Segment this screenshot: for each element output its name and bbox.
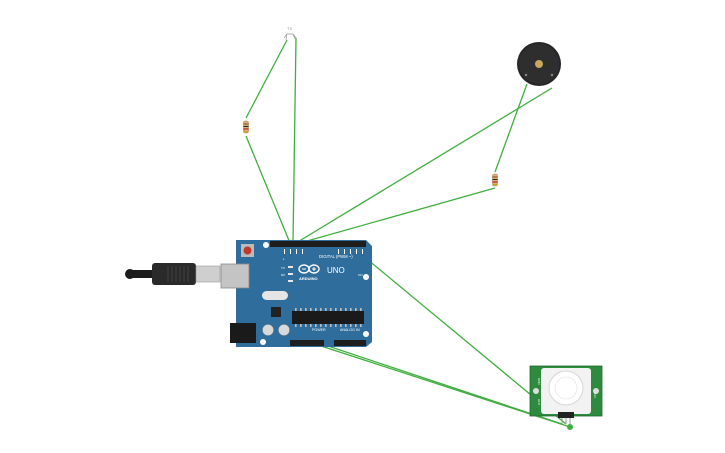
microcontroller-chip (292, 308, 364, 327)
arduino-brand: ARDUINO (299, 276, 318, 281)
led-tx-label: TX (281, 266, 285, 270)
led[interactable]: TX (283, 26, 297, 41)
digital-header[interactable] (270, 241, 366, 247)
usb-cable-icon (125, 263, 221, 285)
pir-pin-connector[interactable] (567, 424, 573, 430)
led-label: TX (287, 26, 292, 31)
wire-led-to-arduino[interactable] (292, 37, 297, 244)
power-header[interactable] (290, 340, 324, 346)
usb-port (220, 263, 250, 289)
led-on-label: ON (358, 273, 363, 277)
wire-arduino-power-to-pir-vcc[interactable] (315, 341, 563, 425)
wire-resistor2-to-arduino[interactable] (299, 187, 496, 244)
analog-header[interactable] (334, 340, 366, 346)
arduino-uno-board[interactable]: DIGITAL (PWM ~) TX RX L (220, 240, 372, 347)
resistor-2[interactable] (492, 173, 498, 187)
header-digital-label: DIGITAL (PWM ~) (319, 254, 353, 259)
resistor-1[interactable] (243, 120, 249, 134)
wire-resistor1-to-arduino[interactable] (245, 135, 291, 244)
wire-buzzer-to-resistor2[interactable] (494, 83, 528, 173)
wire-led-to-resistor1[interactable] (245, 39, 288, 119)
piezo-buzzer[interactable] (517, 42, 561, 86)
digital-pin-labels (284, 249, 363, 254)
arduino-logo-icon (298, 264, 320, 274)
header-analog-label: ANALOG IN (340, 328, 360, 332)
pir-pin-label-vcc: VCC (593, 391, 597, 398)
pir-pin-label-gnd: GND (537, 378, 541, 386)
header-power-label: POWER (312, 328, 326, 332)
led-l-label: L (283, 257, 285, 261)
wire-arduino-gnd-to-pir-gnd[interactable] (317, 344, 571, 428)
pir-motion-sensor[interactable]: GND OUT VCC (529, 365, 603, 430)
status-leds (288, 266, 293, 282)
arduino-model: UNO (327, 266, 345, 275)
led-rx-label: RX (281, 273, 285, 277)
wire-buzzer-to-arduino[interactable] (295, 87, 553, 244)
wires (245, 37, 571, 428)
power-jack (230, 323, 256, 343)
pir-pin-label-out: OUT (537, 399, 541, 406)
